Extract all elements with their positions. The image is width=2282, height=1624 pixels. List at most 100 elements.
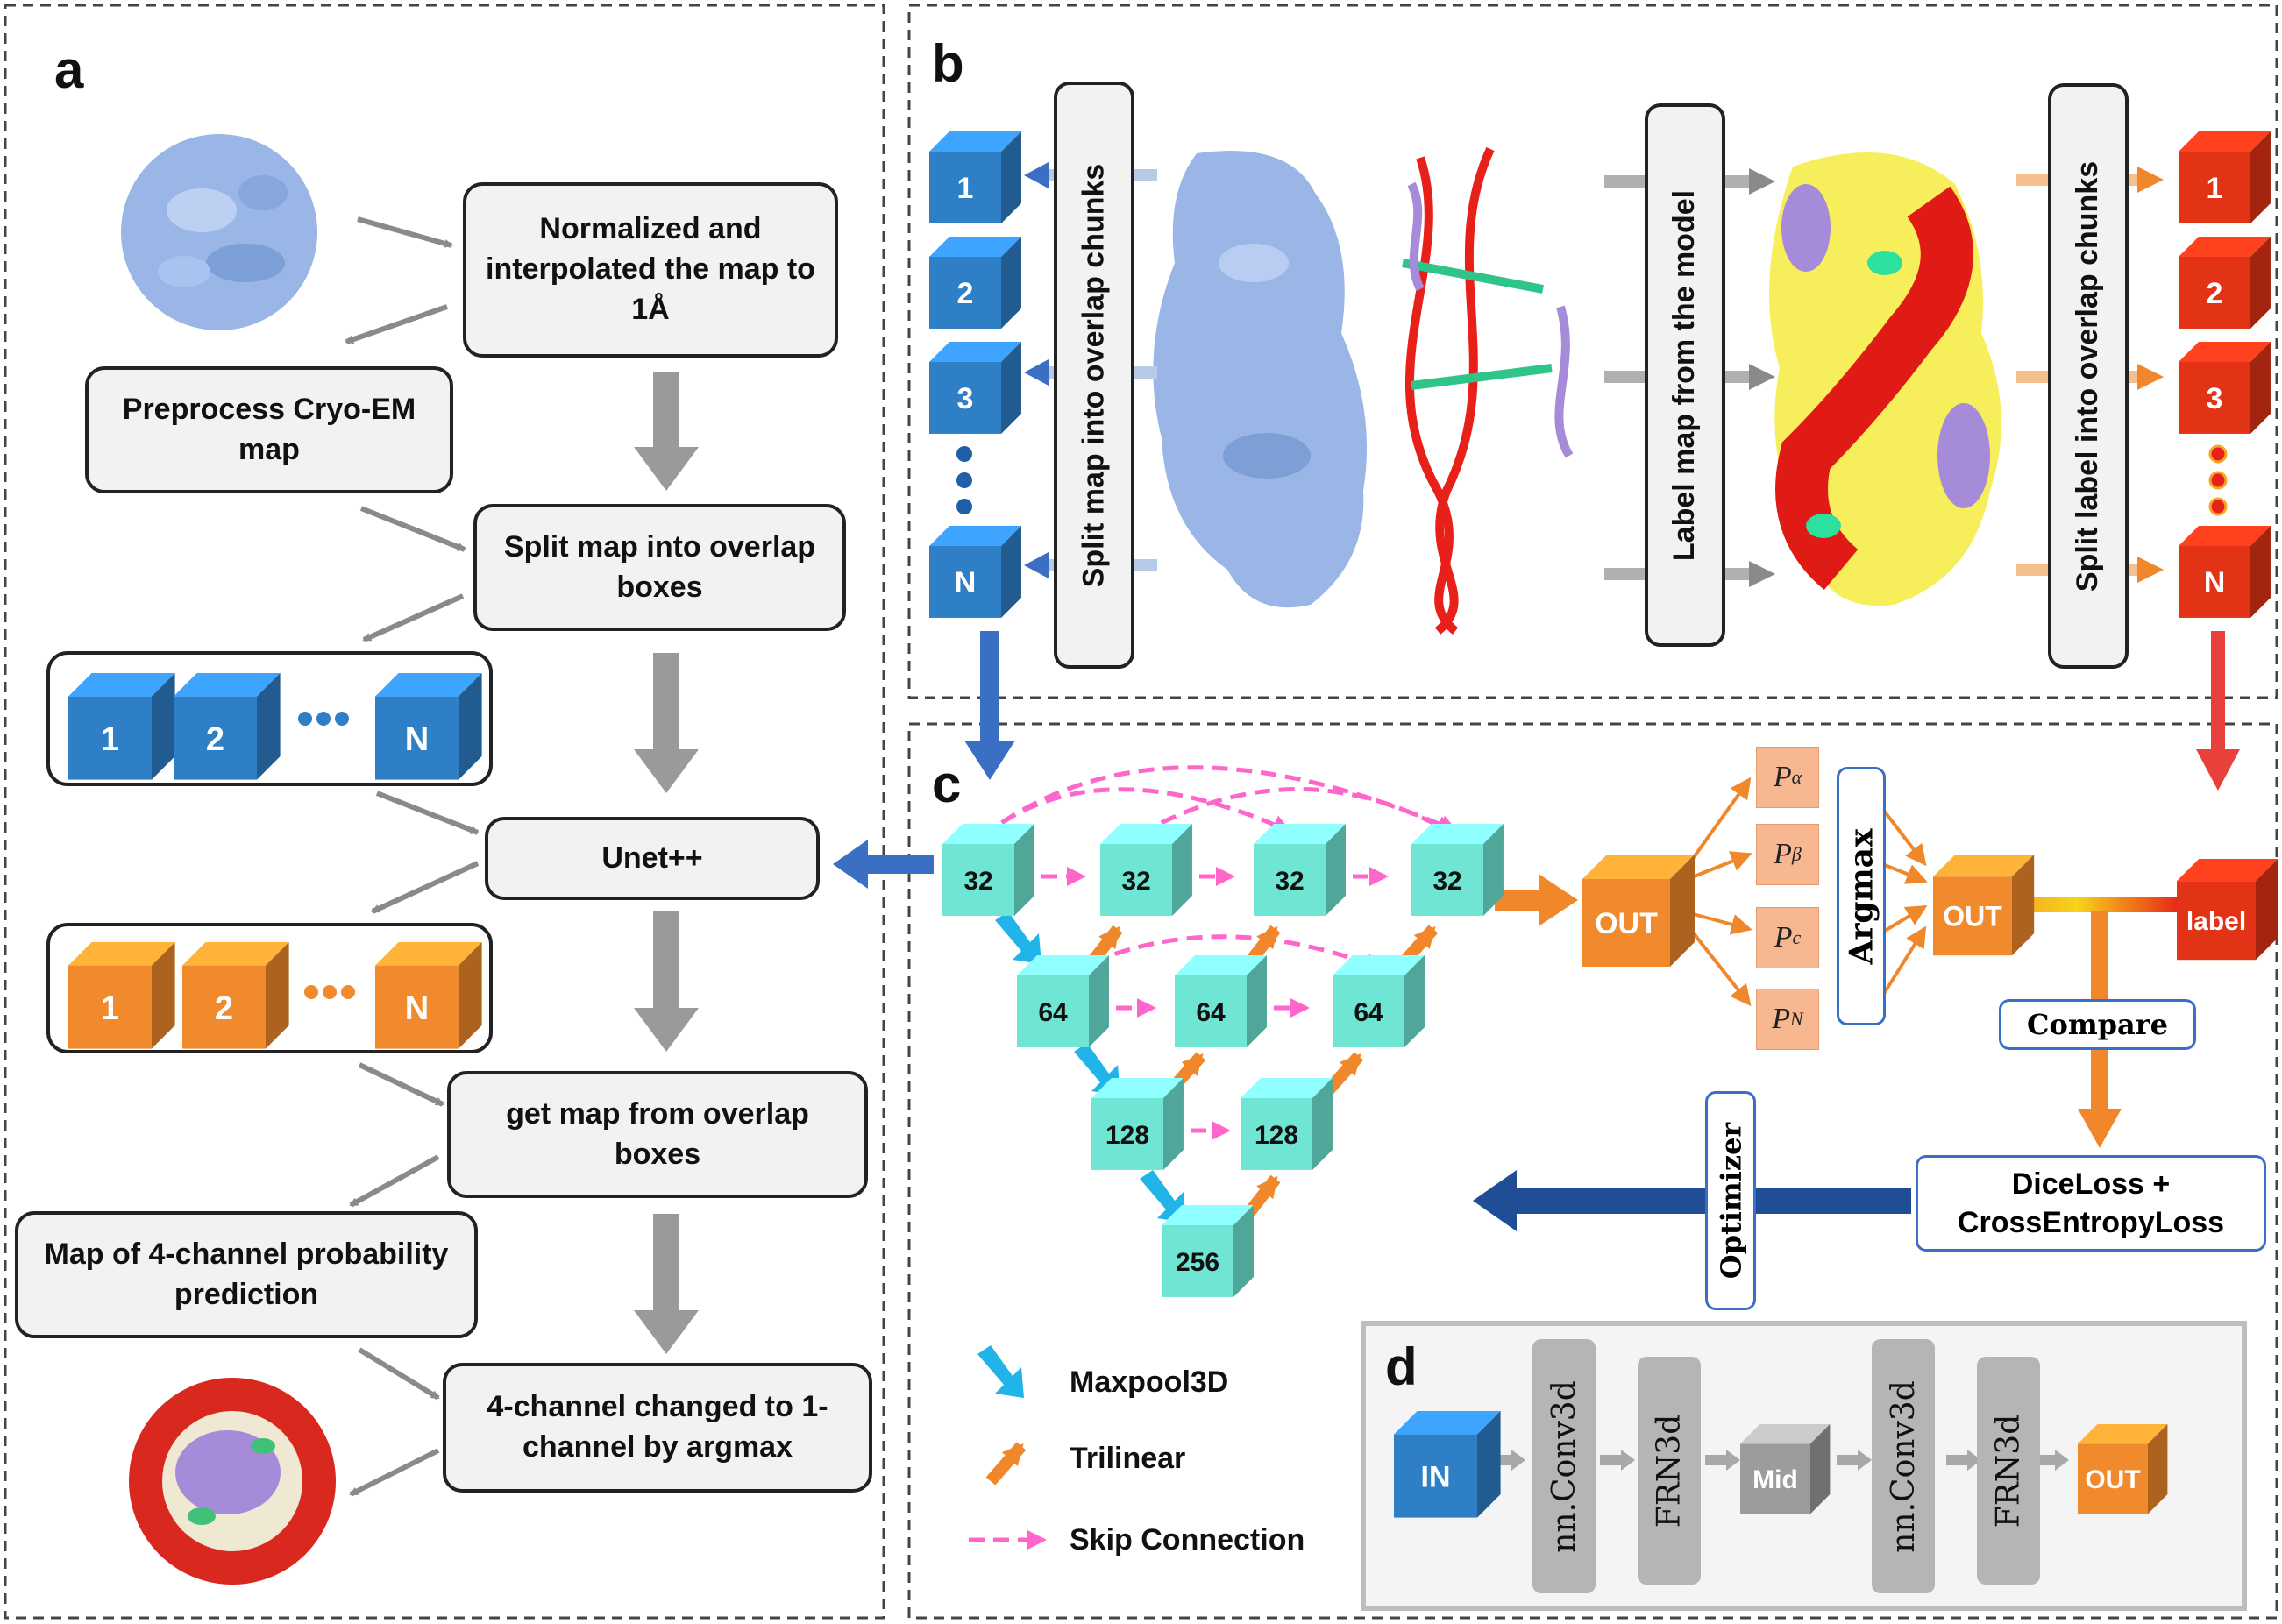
orange-chunk-dots [304,985,355,999]
argmax-label: Argmax [1843,828,1880,964]
legend-trilinear: Trilinear [1070,1442,1186,1475]
get-map-step: get map from overlap boxes [447,1071,868,1198]
prob-n-sub: N [1790,1008,1803,1030]
node-32-3-label: 32 [1275,867,1304,896]
node-64-2-label: 64 [1196,998,1226,1027]
panel-b-blue-cube-2-label: 2 [957,277,974,310]
predicted-map-image [129,1378,336,1585]
compare-label: Compare [2027,1008,2168,1041]
prob-fan-arrows [1681,777,1928,1007]
node-128-2: 128 [1241,1078,1333,1170]
node-128-1-label: 128 [1105,1121,1149,1150]
panel-b-red-cube-3: 3 [2179,342,2271,434]
panel-b-red-cube-n: N [2179,526,2271,618]
orange-chunk-2-label: 2 [215,990,233,1027]
cryo-em-map-image [121,134,317,330]
prob-alpha-letter: P [1773,761,1792,793]
orange-chunk-1: 1 [68,942,175,1049]
probability-map-step: Map of 4-channel probability prediction [15,1211,478,1338]
split-label-chunks-box: Split label into overlap chunks [2048,83,2129,669]
argmax-box: Argmax [1837,767,1886,1025]
panel-b-red-cube-3-label: 3 [2207,382,2223,415]
panel-d-mid: Mid [1740,1424,1831,1514]
label-node: label [2177,859,2278,961]
panel-b-frame [907,4,2278,699]
panel-b-labeled-map [1769,152,2001,606]
panel-b-red-cube-n-label: N [2204,566,2226,599]
out-node-2-label: OUT [1943,901,2002,933]
orange-chunk-n-label: N [405,990,429,1027]
panel-d-mid-label: Mid [1752,1465,1798,1494]
prob-beta-letter: P [1774,838,1792,870]
trilinear-legend-icon [985,1442,1027,1486]
panel-b-red-cube-2-label: 2 [2207,277,2223,310]
out-node-1-label: OUT [1595,907,1658,940]
arrow-to-unet [833,840,934,889]
panel-d-conv1: nn.Conv3d [1532,1339,1596,1593]
maxpool-legend-icon [977,1345,1024,1398]
panel-a-flow-arrows [345,216,480,1497]
loss-box: DiceLoss + CrossEntropyLoss [1916,1155,2266,1252]
panel-d-frn2: FRN3d [1977,1357,2040,1585]
optimizer-label: Optimizer [1714,1122,1747,1280]
node-64-2: 64 [1175,955,1267,1047]
skip-connections [980,765,1459,1140]
panel-b-blue-cube-n-label: N [955,566,977,599]
preprocess-step: Preprocess Cryo-EM map [85,366,453,493]
unet-step: Unet++ [485,817,820,900]
panel-d-letter: d [1385,1337,1418,1396]
argmax-step: 4-channel changed to 1-channel by argmax [443,1363,872,1493]
panel-d-in: IN [1394,1411,1501,1518]
panel-d-conv2: nn.Conv3d [1872,1339,1935,1593]
panel-b-map-surface [1153,151,1368,608]
panel-c-frame [907,722,2278,1620]
label-node-label: label [2186,907,2246,936]
node-256-label: 256 [1176,1248,1219,1277]
prob-beta-sub: β [1791,843,1802,865]
split-map-chunks-label: Split map into overlap chunks [1077,163,1111,587]
blue-chunk-n: N [375,673,482,780]
node-32-4-label: 32 [1432,867,1461,896]
out-node-1: OUT [1582,855,1695,967]
blue-chunk-2-label: 2 [206,721,224,758]
orange-chunk-2: 2 [182,942,289,1049]
legend-maxpool: Maxpool3D [1070,1365,1229,1399]
panel-b-blue-cube-3: 3 [929,342,1021,434]
node-32-1-label: 32 [963,867,992,896]
label-map-box: Label map from the model [1645,103,1725,647]
panel-d-frn2-label: FRN3d [1990,1414,2027,1528]
node-32-3: 32 [1254,824,1346,916]
node-256: 256 [1162,1205,1254,1297]
panel-b-red-cube-2: 2 [2179,237,2271,329]
node-64-3-label: 64 [1354,998,1383,1027]
split-boxes-step: Split map into overlap boxes [473,504,846,631]
panel-b-blue-cube-2: 2 [929,237,1021,329]
normalize-step: Normalized and interpolated the map to 1… [463,182,838,358]
optimizer-arrow [1473,1170,1911,1231]
panel-d-frn1: FRN3d [1638,1357,1701,1585]
legend-skip: Skip Connection [1070,1523,1305,1557]
panel-d-out: OUT [2078,1424,2168,1514]
prob-alpha-sub: α [1791,766,1802,788]
arrow-b-to-c-red [2196,631,2240,791]
node-32-2: 32 [1100,824,1192,916]
panel-d-conv1-label: nn.Conv3d [1546,1379,1582,1553]
split-label-chunks-label: Split label into overlap chunks [2071,160,2105,592]
orange-chunk-1-label: 1 [101,990,119,1027]
optimizer-box: Optimizer [1705,1091,1756,1310]
out-label-line [2008,897,2183,912]
prob-c-sub: c [1792,926,1802,948]
prob-c-letter: P [1774,921,1793,954]
node-64-1-label: 64 [1038,998,1068,1027]
orange-chunk-n: N [375,942,482,1049]
node-64-3: 64 [1333,955,1425,1047]
compare-box: Compare [1999,999,2196,1050]
split-map-chunks-box: Split map into overlap chunks [1054,82,1134,669]
label-map-label: Label map from the model [1667,189,1702,561]
panel-d-conv2-label: nn.Conv3d [1885,1379,1922,1553]
node-32-2-label: 32 [1121,867,1150,896]
